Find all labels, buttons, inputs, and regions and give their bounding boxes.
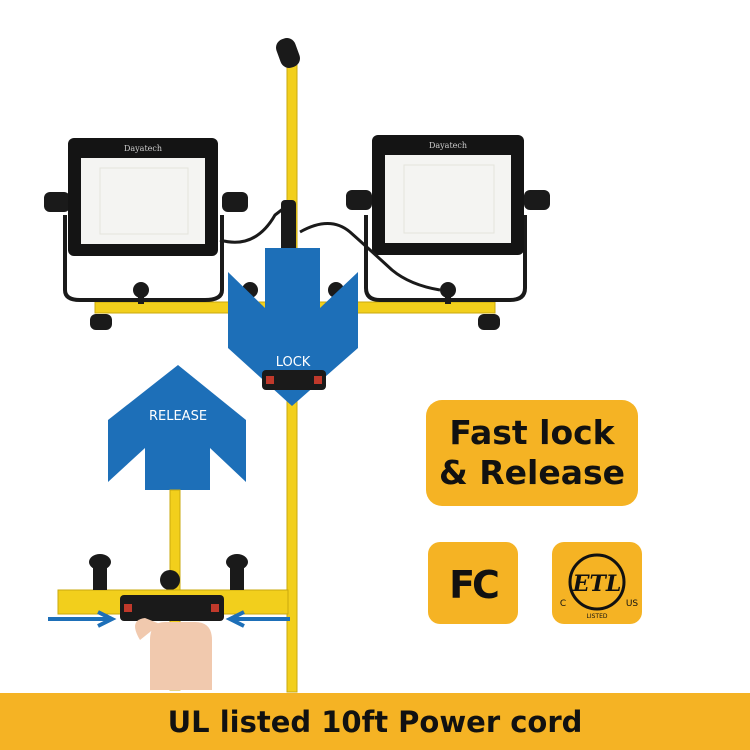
release-label: RELEASE [149,409,207,424]
etl-listed-mark: LISTED [587,613,608,620]
badge-line-1: Fast lock [449,413,615,452]
right-floodlight: Dayatech [299,135,550,302]
lock-arrow: LOCK [228,248,358,406]
left-floodlight: Dayatech [44,138,289,302]
left-lamp-brand: Dayatech [124,144,162,153]
lock-label: LOCK [276,355,311,370]
footer-banner: UL listed 10ft Power cord [0,693,750,750]
etl-c-mark: C [560,599,566,609]
fcc-certification-badge: FC [428,542,518,624]
release-arrow: RELEASE [108,365,246,490]
fast-lock-release-badge: Fast lock & Release [426,400,638,506]
etl-us-mark: US [626,599,639,609]
footer-text: UL listed 10ft Power cord [167,704,583,739]
etl-logo-text: ETL [572,571,622,597]
etl-listed-badge: ETL C US LISTED [552,542,642,624]
fcc-logo-text: FC [449,563,498,607]
right-lamp-brand: Dayatech [429,141,467,150]
badge-line-2: & Release [438,453,626,492]
bracket-assembly [48,489,290,691]
